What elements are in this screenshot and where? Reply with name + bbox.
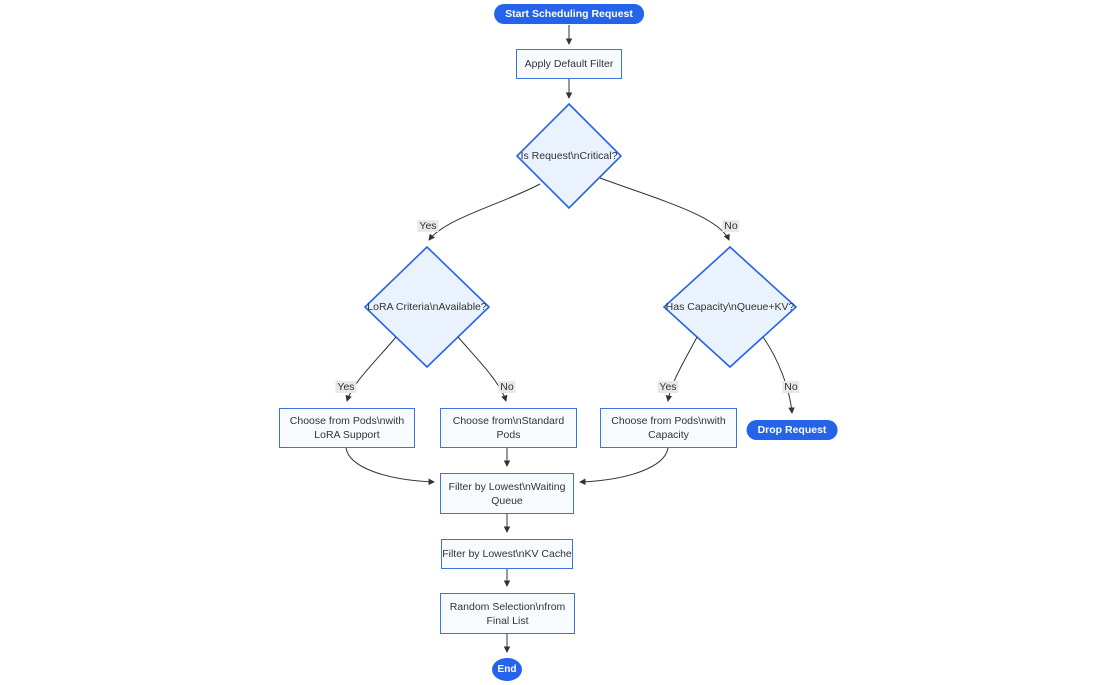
decision-label-is-critical: Is Request\nCritical? xyxy=(520,150,618,162)
node-drop-request: Drop Request xyxy=(746,420,838,440)
node-start: Start Scheduling Request xyxy=(494,4,644,24)
edge-critical-no xyxy=(599,177,730,241)
node-label: Choose from Pods\nwith xyxy=(289,415,405,427)
node-label: Queue xyxy=(491,494,523,507)
node-filter-kv-cache: Filter by Lowest\nKV Cache xyxy=(441,539,573,569)
edge-label-no: No xyxy=(498,381,516,393)
node-choose-standard-pods: Choose from\nStandard Pods xyxy=(440,408,577,448)
node-random-selection: Random Selection\nfrom Final List xyxy=(440,593,575,634)
node-label: Choose from Pods\nwith xyxy=(611,415,726,427)
node-label: Pods xyxy=(496,429,521,441)
edge-label-no: No xyxy=(722,220,740,232)
node-apply-default-filter: Apply Default Filter xyxy=(516,49,622,79)
node-label: Final List xyxy=(486,614,529,627)
node-choose-capacity-pods: Choose from Pods\nwith Capacity xyxy=(600,408,737,448)
node-label: Filter by Lowest\nWaiting xyxy=(448,480,566,493)
edge-label-yes: Yes xyxy=(335,381,357,393)
node-filter-waiting-queue: Filter by Lowest\nWaiting Queue xyxy=(440,473,574,514)
edge-lora-no xyxy=(457,336,508,402)
decision-label-has-capacity: Has Capacity\nQueue+KV? xyxy=(665,301,795,313)
edge-label-yes: Yes xyxy=(417,220,439,232)
edge-capacity-yes xyxy=(665,336,698,402)
edge-lorapods-to-filterqueue xyxy=(345,447,435,486)
node-end: End xyxy=(492,658,522,681)
decision-diamond-is-critical xyxy=(515,102,623,210)
decision-label-lora-criteria: LoRA Criteria\nAvailable? xyxy=(367,301,487,313)
node-label: Random Selection\nfrom xyxy=(449,600,566,613)
edge-critical-yes xyxy=(428,183,541,241)
node-label: LoRA Support xyxy=(314,429,380,441)
node-label: Apply Default Filter xyxy=(524,58,614,70)
edge-capacitypods-to-filterqueue xyxy=(579,447,669,486)
node-label: Capacity xyxy=(648,429,689,441)
edge-label-yes: Yes xyxy=(657,381,679,393)
node-label: Choose from\nStandard xyxy=(452,415,565,427)
edge-label-no: No xyxy=(782,381,800,393)
edge-capacity-no xyxy=(762,336,795,414)
node-choose-lora-pods: Choose from Pods\nwith LoRA Support xyxy=(279,408,415,448)
node-label: Filter by Lowest\nKV Cache xyxy=(442,548,572,560)
edge-lora-yes xyxy=(345,336,397,402)
